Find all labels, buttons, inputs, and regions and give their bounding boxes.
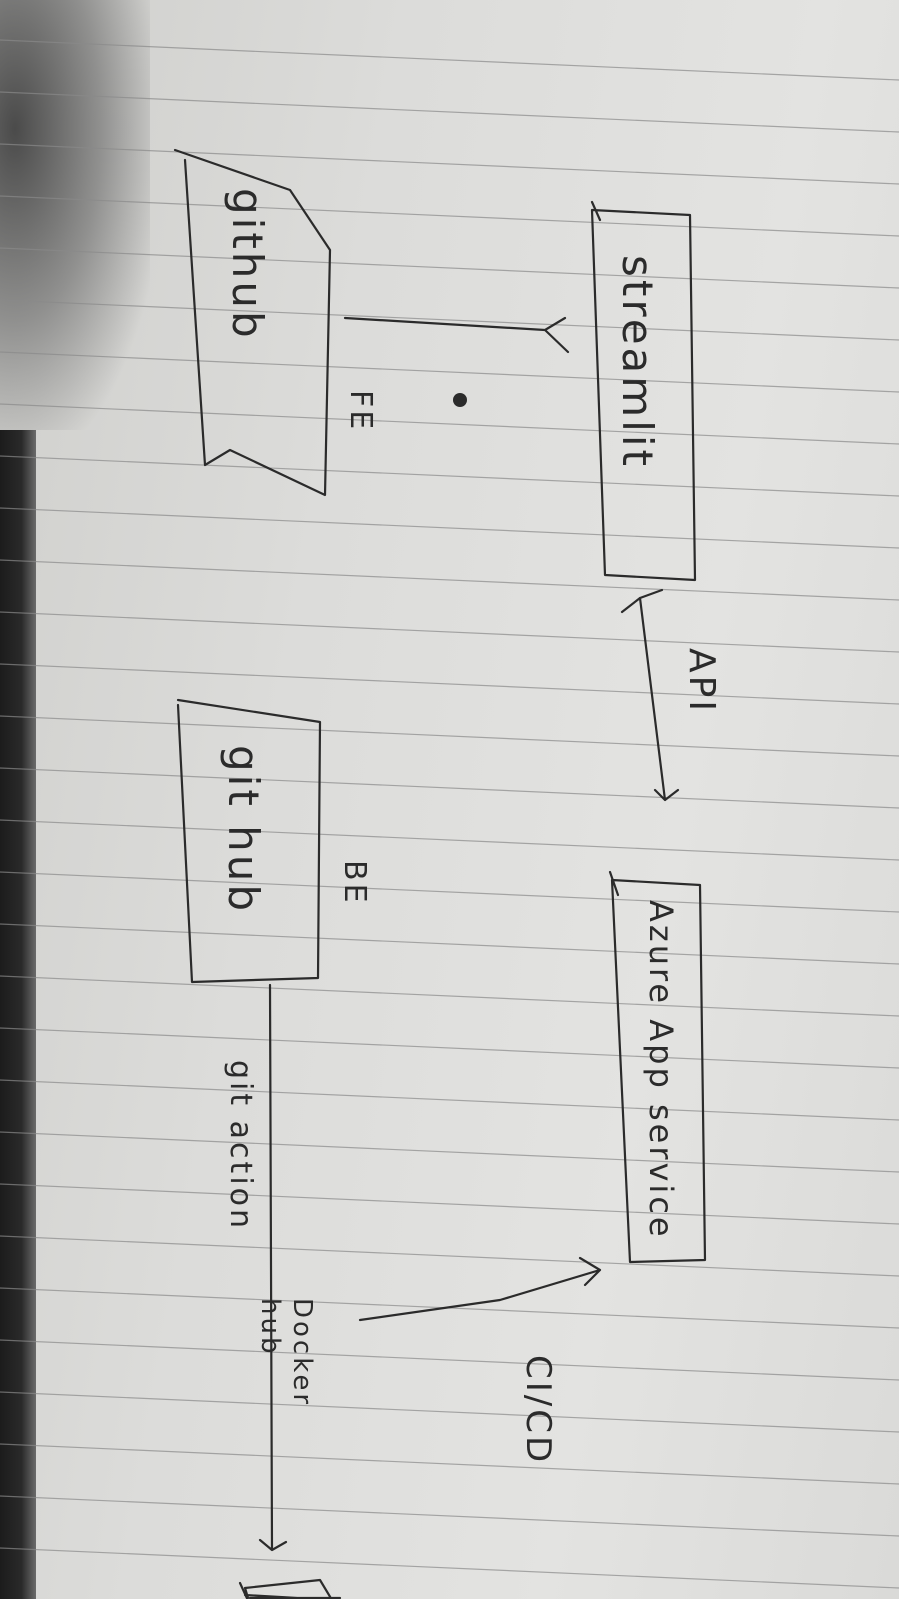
ruled-line: [0, 1547, 899, 1589]
ruled-line: [0, 715, 899, 757]
streamlit-box: [590, 200, 697, 582]
github-fe-box: [173, 148, 332, 497]
ruled-line: [0, 1339, 899, 1381]
ruled-line: [0, 455, 899, 497]
docker-box: [243, 1578, 342, 1599]
fe-label: FE: [343, 390, 378, 433]
ruled-line: [0, 247, 899, 289]
ruled-line: [0, 611, 899, 653]
git-action-arrow: [258, 983, 288, 1552]
ruled-line: [0, 299, 899, 341]
desk-edge: [0, 430, 36, 1599]
ruled-line: [0, 1183, 899, 1225]
ruled-line: [0, 1131, 899, 1173]
docker-box-frame: [238, 1581, 249, 1599]
ruled-line: [0, 195, 899, 237]
azure-box: [608, 870, 707, 1264]
ruled-line: [0, 1495, 899, 1537]
ruled-line: [0, 663, 899, 705]
ruled-line: [0, 351, 899, 393]
github-fe-label: github: [223, 188, 272, 341]
github-be-label: git hub: [219, 745, 268, 915]
ruled-line: [0, 1027, 899, 1069]
ruled-line: [0, 975, 899, 1017]
ruled-line: [0, 1391, 899, 1433]
cicd-arrow: [358, 1256, 602, 1322]
ruled-line: [0, 39, 899, 81]
ruled-line: [0, 143, 899, 185]
ruled-lines: [0, 39, 899, 1589]
git-action-label: git action: [223, 1060, 258, 1232]
ruled-line: [0, 871, 899, 913]
ruled-line: [0, 819, 899, 861]
api-label: API: [681, 648, 722, 714]
azure-label: Azure App service: [642, 900, 680, 1240]
pen-dot: [453, 393, 467, 407]
ruled-line: [0, 507, 899, 549]
ruled-line: [0, 403, 899, 445]
ruled-line: [0, 767, 899, 809]
ruled-line: [0, 1235, 899, 1277]
ruled-line: [0, 1079, 899, 1121]
ruled-line: [0, 923, 899, 965]
cicd-label: CI/CD: [518, 1355, 558, 1466]
be-label: BE: [337, 860, 372, 906]
ruled-line: [0, 559, 899, 601]
api-arrow: [620, 588, 680, 802]
streamlit-label: streamlit: [613, 255, 662, 469]
ruled-line: [0, 1443, 899, 1485]
github-be-box: [176, 698, 322, 984]
hand-shadow: [0, 0, 150, 430]
fe-arrow: [343, 316, 570, 354]
docker-label: Docker hub: [255, 1298, 317, 1408]
ruled-line: [0, 91, 899, 133]
